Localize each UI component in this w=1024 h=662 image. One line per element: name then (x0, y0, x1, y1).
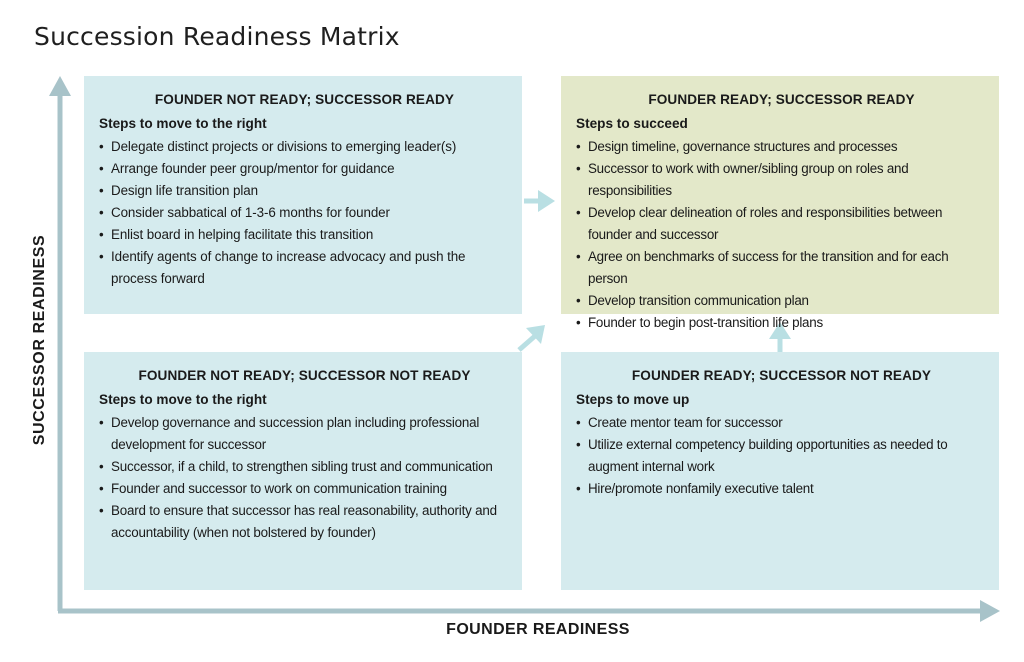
list-item: Design life transition plan (99, 180, 510, 202)
list-item: Founder and successor to work on communi… (99, 478, 510, 500)
quadrant-subheading: Steps to move to the right (99, 116, 267, 131)
list-item: Design timeline, governance structures a… (576, 136, 987, 158)
list-item: Develop governance and succession plan i… (99, 412, 510, 456)
list-item: Board to ensure that successor has real … (99, 500, 510, 544)
list-item: Arrange founder peer group/mentor for gu… (99, 158, 510, 180)
list-item: Utilize external competency building opp… (576, 434, 987, 478)
arrow-right-top-head (538, 190, 555, 212)
list-item: Develop clear delineation of roles and r… (576, 202, 987, 246)
arrow-diagonal (517, 334, 537, 352)
y-axis-arrowhead (49, 76, 71, 96)
quadrant-founder-ready-successor-not-ready: FOUNDER READY; SUCCESSOR NOT READY Steps… (561, 352, 999, 590)
quadrant-heading: FOUNDER READY; SUCCESSOR NOT READY (631, 368, 932, 383)
list-item: Develop transition communication plan (576, 290, 987, 312)
list-item: Successor, if a child, to strengthen sib… (99, 456, 510, 478)
list-item: Hire/promote nonfamily executive talent (576, 478, 987, 500)
list-item: Create mentor team for successor (576, 412, 987, 434)
list-item: Successor to work with owner/sibling gro… (576, 158, 987, 202)
list-item: Consider sabbatical of 1-3-6 months for … (99, 202, 510, 224)
y-axis-label: SUCCESSOR READINESS (31, 234, 48, 446)
steps-list: Delegate distinct projects or divisions … (99, 136, 510, 290)
list-item: Founder to begin post-transition life pl… (576, 312, 987, 334)
list-item: Enlist board in helping facilitate this … (99, 224, 510, 246)
list-item: Identify agents of change to increase ad… (99, 246, 510, 290)
quadrant-heading: FOUNDER NOT READY; SUCCESSOR READY (154, 92, 455, 107)
steps-list: Create mentor team for successor Utilize… (576, 412, 987, 500)
x-axis-label: FOUNDER READINESS (446, 621, 630, 638)
quadrant-heading: FOUNDER READY; SUCCESSOR READY (648, 92, 915, 107)
quadrant-subheading: Steps to move up (576, 392, 690, 407)
quadrant-subheading: Steps to succeed (576, 116, 688, 131)
list-item: Agree on benchmarks of success for the t… (576, 246, 987, 290)
steps-list: Develop governance and succession plan i… (99, 412, 510, 544)
quadrant-subheading: Steps to move to the right (99, 392, 267, 407)
quadrant-founder-ready-successor-ready: FOUNDER READY; SUCCESSOR READY Steps to … (561, 76, 999, 334)
quadrant-founder-not-ready-successor-not-ready: FOUNDER NOT READY; SUCCESSOR NOT READY S… (84, 352, 522, 590)
quadrant-heading: FOUNDER NOT READY; SUCCESSOR NOT READY (138, 368, 471, 383)
steps-list: Design timeline, governance structures a… (576, 136, 987, 334)
list-item: Delegate distinct projects or divisions … (99, 136, 510, 158)
quadrant-founder-not-ready-successor-ready: FOUNDER NOT READY; SUCCESSOR READY Steps… (84, 76, 522, 314)
page-title: Succession Readiness Matrix (34, 22, 400, 51)
arrow-diagonal-head (526, 325, 545, 344)
x-axis-arrowhead (980, 600, 1000, 622)
